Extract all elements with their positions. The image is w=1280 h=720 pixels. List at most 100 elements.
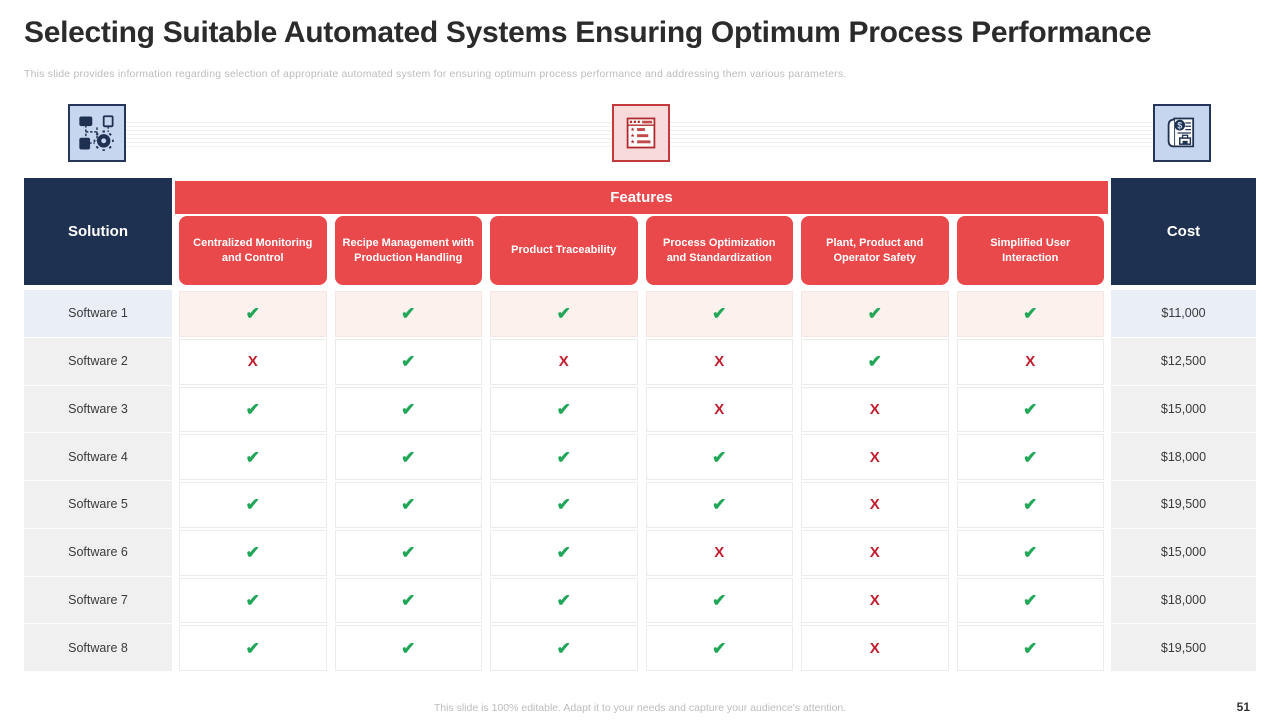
footer-note: This slide is 100% editable. Adapt it to… bbox=[433, 702, 847, 714]
feature-cells: ✔✔✔✔X✔ bbox=[175, 433, 1108, 481]
x-icon: X bbox=[869, 448, 880, 466]
feature-cell: X bbox=[801, 577, 949, 624]
cost-cell: $15,000 bbox=[1111, 385, 1256, 434]
feature-column-header: Process Optimization and Standardization bbox=[645, 216, 793, 285]
cost-cell: $18,000 bbox=[1111, 576, 1256, 625]
x-icon: X bbox=[247, 353, 258, 371]
page-subtitle: This slide provides information regardin… bbox=[24, 68, 847, 80]
feature-cell: ✔ bbox=[956, 386, 1104, 433]
table-row: Software 7 ✔ ✔ ✔ ✔ X ✔ $18,000 bbox=[24, 576, 1256, 625]
feature-cell: ✔ bbox=[645, 625, 793, 671]
feature-cell: X bbox=[801, 386, 949, 433]
feature-cell: ✔ bbox=[490, 291, 638, 337]
feature-cell: X bbox=[490, 338, 638, 385]
check-icon: ✔ bbox=[401, 543, 416, 563]
check-icon: ✔ bbox=[401, 399, 416, 419]
feature-cell: ✔ bbox=[490, 625, 638, 671]
feature-cell: ✔ bbox=[490, 577, 638, 624]
feature-column-header: Product Traceability bbox=[490, 216, 638, 285]
check-icon: ✔ bbox=[1023, 638, 1038, 658]
feature-cells: ✔✔✔✔✔✔ bbox=[175, 290, 1108, 338]
check-icon: ✔ bbox=[1023, 447, 1038, 467]
x-icon: X bbox=[1025, 353, 1036, 371]
check-icon: ✔ bbox=[245, 495, 260, 515]
check-icon: ✔ bbox=[245, 638, 260, 658]
feature-cells: ✔ ✔ ✔ X X ✔ bbox=[175, 386, 1108, 434]
process-flowchart-icon bbox=[79, 115, 114, 151]
feature-cell: ✔ bbox=[956, 482, 1104, 528]
solution-cell: Software 6 bbox=[24, 528, 172, 577]
check-icon: ✔ bbox=[245, 447, 260, 467]
feature-column-header: Plant, Product and Operator Safety bbox=[801, 216, 949, 285]
table-header: Solution Features Centralized Monitoring… bbox=[24, 178, 1256, 285]
solution-cell: Software 7 bbox=[24, 576, 172, 625]
cost-cell: $18,000 bbox=[1111, 433, 1256, 481]
solution-cell: Software 4 bbox=[24, 433, 172, 481]
icon-strip: $ bbox=[0, 0, 1280, 170]
feature-cell: ✔ bbox=[490, 386, 638, 433]
check-icon: ✔ bbox=[401, 352, 416, 372]
feature-cell: ✔ bbox=[645, 482, 793, 528]
feature-cell: X bbox=[801, 529, 949, 576]
check-icon: ✔ bbox=[712, 638, 727, 658]
table-row: Software 1✔✔✔✔✔✔$11,000 bbox=[24, 290, 1256, 338]
feature-column-header: Centralized Monitoring and Control bbox=[179, 216, 327, 285]
solution-column-header: Solution bbox=[24, 178, 172, 285]
comparison-table: Solution Features Centralized Monitoring… bbox=[24, 178, 1256, 672]
check-icon: ✔ bbox=[712, 495, 727, 515]
feature-cell: ✔ bbox=[179, 625, 327, 671]
table-row: Software 8✔✔✔✔X✔$19,500 bbox=[24, 624, 1256, 672]
feature-cell: ✔ bbox=[490, 529, 638, 576]
page-title: Selecting Suitable Automated Systems Ens… bbox=[24, 16, 1152, 49]
check-icon: ✔ bbox=[1023, 590, 1038, 610]
x-icon: X bbox=[869, 591, 880, 609]
feature-cell: X bbox=[801, 434, 949, 480]
check-icon: ✔ bbox=[867, 304, 882, 324]
cost-cell: $19,500 bbox=[1111, 624, 1256, 672]
cost-report-icon: $ bbox=[1167, 117, 1195, 148]
feature-cell: ✔ bbox=[179, 434, 327, 480]
features-header-group: Features Centralized Monitoring and Cont… bbox=[175, 178, 1108, 285]
feature-cell: ✔ bbox=[334, 482, 482, 528]
table-row: Software 4✔✔✔✔X✔$18,000 bbox=[24, 433, 1256, 481]
check-icon: ✔ bbox=[556, 399, 571, 419]
check-icon: ✔ bbox=[1023, 304, 1038, 324]
feature-cells: ✔ ✔ ✔ ✔ X ✔ bbox=[175, 577, 1108, 625]
table-row: Software 5✔✔✔✔X✔$19,500 bbox=[24, 481, 1256, 529]
feature-cells: ✔✔✔✔X✔ bbox=[175, 481, 1108, 529]
x-icon: X bbox=[558, 353, 569, 371]
x-icon: X bbox=[869, 639, 880, 657]
page-number: 51 bbox=[1236, 700, 1250, 714]
process-flowchart-icon bbox=[68, 104, 126, 162]
feature-cell: ✔ bbox=[334, 577, 482, 624]
feature-column-header: Recipe Management with Production Handli… bbox=[334, 216, 482, 285]
solution-cell: Software 2 bbox=[24, 337, 172, 386]
check-icon: ✔ bbox=[245, 590, 260, 610]
ratings-list-icon bbox=[612, 104, 670, 162]
feature-cell: ✔ bbox=[956, 529, 1104, 576]
feature-cell: ✔ bbox=[179, 577, 327, 624]
feature-cell: ✔ bbox=[334, 434, 482, 480]
feature-column-header: Simplified User Interaction bbox=[956, 216, 1104, 285]
check-icon: ✔ bbox=[401, 304, 416, 324]
x-icon: X bbox=[869, 496, 880, 514]
feature-cell: ✔ bbox=[956, 291, 1104, 337]
x-icon: X bbox=[714, 400, 725, 418]
feature-cell: ✔ bbox=[956, 577, 1104, 624]
feature-cell: X bbox=[801, 625, 949, 671]
feature-cell: ✔ bbox=[179, 482, 327, 528]
check-icon: ✔ bbox=[1023, 399, 1038, 419]
cost-cell: $11,000 bbox=[1111, 290, 1256, 338]
check-icon: ✔ bbox=[556, 590, 571, 610]
check-icon: ✔ bbox=[245, 399, 260, 419]
feature-cell: ✔ bbox=[179, 386, 327, 433]
x-icon: X bbox=[869, 544, 880, 562]
check-icon: ✔ bbox=[712, 304, 727, 324]
feature-cell: ✔ bbox=[645, 434, 793, 480]
check-icon: ✔ bbox=[401, 590, 416, 610]
check-icon: ✔ bbox=[712, 590, 727, 610]
